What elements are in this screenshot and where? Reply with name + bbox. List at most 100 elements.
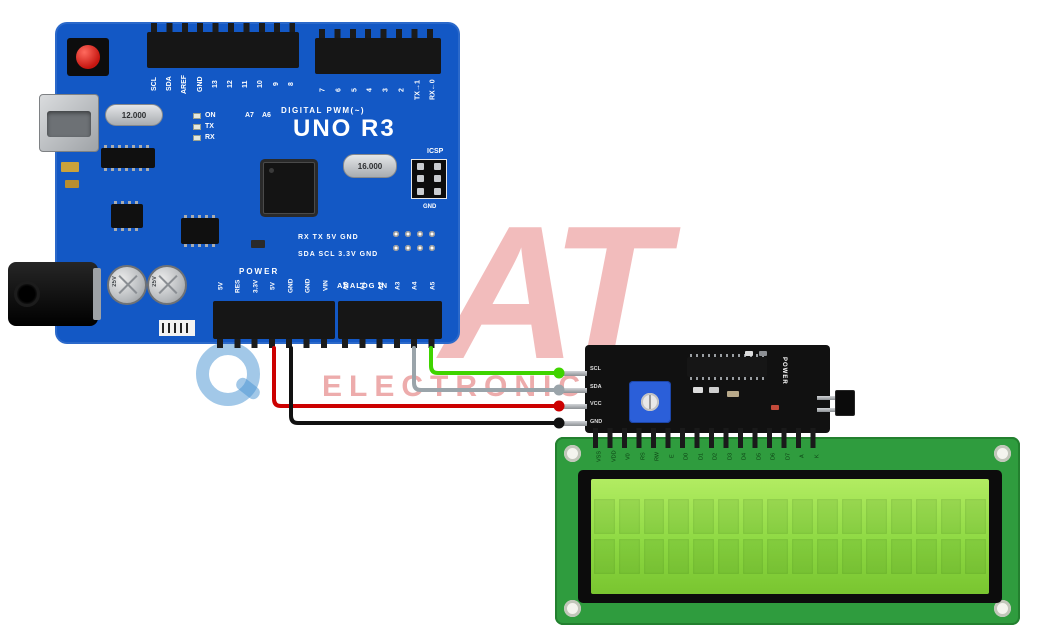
reset-button-cap — [76, 45, 100, 69]
header-pins — [342, 339, 438, 348]
pin-label: RES — [234, 279, 242, 293]
backlight-jumper — [835, 390, 855, 416]
power-led — [771, 405, 779, 410]
pin-label: A2 — [377, 281, 385, 291]
lcd-char-cell — [841, 539, 863, 574]
lcd-char-grid — [594, 499, 986, 574]
potentiometer-screw — [641, 393, 659, 411]
usb-connector — [39, 94, 99, 152]
pin-label: GND — [196, 76, 204, 92]
capacitor-rating: 25V — [152, 276, 158, 287]
capacitor-rating: 25V — [112, 276, 118, 287]
icsp-pin — [434, 188, 441, 196]
lcd-char-cell — [668, 539, 689, 574]
pin-label: 12 — [227, 80, 235, 88]
pin-label: 5V — [269, 282, 277, 290]
lcd-char-cell — [742, 539, 764, 574]
crystal-frequency: 16.000 — [357, 161, 383, 171]
pin-label: D5 — [756, 452, 762, 461]
lcd-char-cell — [693, 539, 714, 574]
header-pins — [217, 339, 331, 348]
led-label: TX — [205, 123, 214, 130]
pin-label: 10 — [257, 80, 265, 88]
pin-label: A3 — [394, 281, 402, 291]
through-hole — [417, 231, 423, 237]
lcd-char-cell — [594, 499, 615, 534]
pin-label: A6 — [261, 112, 271, 119]
backpack-header-pins — [593, 428, 825, 448]
pin-label: 7 — [319, 88, 327, 92]
through-hole — [429, 231, 435, 237]
jack-barrel-opening — [14, 281, 40, 307]
lcd-char-cell — [643, 539, 665, 574]
smd-component — [759, 351, 767, 356]
pin-label: RW — [654, 451, 661, 462]
header-pins — [319, 29, 437, 38]
lcd-char-cell — [792, 539, 813, 574]
pin-label: E — [669, 454, 675, 459]
pin-label: GND — [304, 278, 312, 294]
pin-label: GND — [590, 418, 603, 425]
crystal-12mhz: 12.000 — [105, 104, 163, 126]
icsp-header — [411, 159, 447, 199]
icsp-pin — [417, 162, 424, 170]
led-label: ON — [205, 112, 216, 119]
pin-label: VDD — [611, 450, 617, 463]
status-led-block: ON TX RX — [193, 112, 216, 141]
smd-component — [745, 351, 753, 356]
icsp-pin — [417, 175, 424, 183]
eeprom-chip — [101, 145, 155, 171]
rx-led — [193, 134, 201, 141]
pin-label: 2 — [398, 88, 406, 92]
crystal-16mhz: 16.000 — [343, 154, 397, 178]
lcd-char-cell — [792, 499, 813, 534]
lcd-char-cell — [891, 539, 912, 574]
pin-label: A7 — [245, 112, 254, 119]
lcd-char-cell — [841, 499, 863, 534]
serial-header-holes — [393, 231, 435, 251]
pin-label: RX←0 — [429, 79, 437, 101]
icsp-pin — [434, 175, 441, 183]
power-section-label: POWER — [239, 267, 280, 276]
pin-label: RS — [640, 452, 646, 461]
header-pins — [151, 23, 295, 32]
lcd-char-cell — [668, 499, 689, 534]
lcd-char-cell — [866, 539, 887, 574]
pin-label: A0 — [342, 281, 350, 291]
crystal-frequency: 12.000 — [121, 110, 147, 120]
pin-label: 11 — [242, 80, 250, 88]
lcd-char-cell — [915, 499, 937, 534]
lcd-char-cell — [891, 499, 912, 534]
led-row: ON — [193, 112, 216, 119]
led-row: TX — [193, 123, 216, 130]
electrolytic-capacitor: 25V — [107, 265, 147, 305]
lcd-char-cell — [742, 499, 764, 534]
lcd-char-cell — [915, 539, 937, 574]
lcd-char-cell — [965, 539, 986, 574]
pin-label: SCL — [590, 366, 601, 372]
through-hole — [429, 245, 435, 251]
atmega-mcu-chip — [263, 162, 315, 214]
led-row: RX — [193, 134, 216, 141]
pcf8574-chip — [687, 354, 767, 380]
pin-label: K — [814, 454, 820, 459]
regulator-chip — [111, 201, 143, 231]
backpack-scl-pin — [557, 371, 587, 376]
through-hole — [393, 231, 399, 237]
pin-label: D7 — [785, 452, 791, 461]
icsp-pin — [417, 188, 424, 196]
pin-label: VSS — [596, 451, 603, 463]
power-header — [213, 301, 335, 348]
through-hole — [393, 245, 399, 251]
lcd-char-cell — [767, 499, 788, 534]
pin-label: VCC — [590, 401, 602, 407]
mounting-hole — [994, 600, 1011, 617]
smd-component — [693, 387, 703, 393]
pin-label: AREF — [181, 74, 189, 94]
